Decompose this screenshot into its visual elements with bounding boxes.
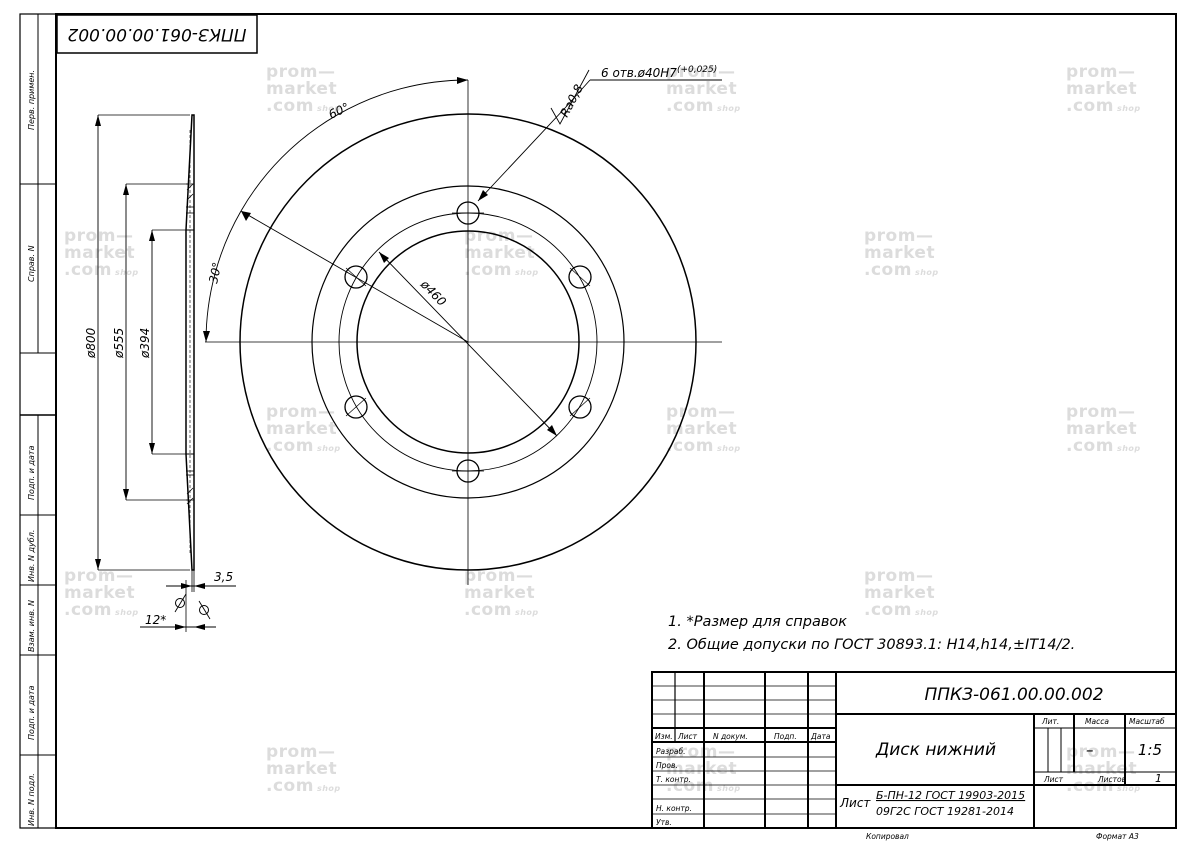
dia-460-label: ø460 xyxy=(417,277,449,309)
label-inv-dubl: Инв. N дубл. xyxy=(27,530,36,582)
label-perv-primen: Перв. примен. xyxy=(27,70,36,130)
tb-mass-value: – xyxy=(1086,741,1094,759)
tb-row-razrab: Разраб. xyxy=(656,747,685,756)
roughness-label: Ra0,8 xyxy=(557,82,586,120)
title-part-name: Диск нижний xyxy=(875,740,996,760)
angle-ray xyxy=(240,210,469,343)
material-line2: 09Г2С ГОСТ 19281-2014 xyxy=(876,805,1014,818)
tb-col-podp: Подп. xyxy=(774,732,797,741)
inner-frame xyxy=(55,13,1177,829)
number-stamp xyxy=(56,14,258,54)
angle-60-label: 60° xyxy=(326,100,351,122)
hole xyxy=(344,395,368,419)
dia-460-dimline xyxy=(378,251,558,437)
dia-394-label: ø394 xyxy=(138,328,152,359)
hole xyxy=(344,265,368,289)
format-label: Формат А3 xyxy=(1096,832,1139,841)
roughness-symbol xyxy=(550,69,590,125)
label-podp-data-1: Подп. и дата xyxy=(27,445,36,500)
tb-row-nkontr: Н. контр. xyxy=(656,804,692,813)
label-vzam-inv: Взам. инв. N xyxy=(27,600,36,652)
dia-800-label: ø800 xyxy=(84,327,98,359)
tb-row-utv: Утв. xyxy=(656,818,672,827)
tb-row-tkontr: Т. контр. xyxy=(656,775,691,784)
tb-lit: Лит. xyxy=(1041,717,1059,726)
tb-list: Лист xyxy=(1043,775,1064,784)
label-inv-podl: Инв. N подл. xyxy=(27,773,36,826)
hole xyxy=(568,395,592,419)
tb-row-prov: Пров. xyxy=(656,761,678,770)
tb-scale-value: 1:5 xyxy=(1138,741,1162,759)
material-line1: Б-ПН-12 ГОСТ 19903-2015 xyxy=(876,789,1025,802)
angle-30-arc xyxy=(205,210,242,343)
number-stamp-text: ППКЗ-061.00.00.002 xyxy=(67,24,246,44)
label-podp-data-2: Подп. и дата xyxy=(27,685,36,740)
angle-30-label: 30° xyxy=(206,261,224,285)
hole xyxy=(568,265,592,289)
angle-60-arc xyxy=(240,79,469,212)
title-block xyxy=(651,671,1177,829)
section-view xyxy=(95,114,236,632)
tb-masshtab: Масштаб xyxy=(1129,717,1165,726)
dia-555-label: ø555 xyxy=(112,328,126,359)
tb-sheets-total: 1 xyxy=(1155,772,1162,785)
tb-col-list: Лист xyxy=(677,732,698,741)
note-2: 2. Общие допуски по ГОСТ 30893.1: H14,h1… xyxy=(668,637,1076,653)
bevel-label: 12* xyxy=(145,613,166,627)
label-sprav: Справ. N xyxy=(27,245,36,282)
tb-col-izm: Изм. xyxy=(655,732,673,741)
note-1: 1. *Размер для справок xyxy=(668,614,848,630)
front-view xyxy=(203,69,722,585)
copied-label: Копировал xyxy=(866,832,909,841)
title-drawing-number: ППКЗ-061.00.00.002 xyxy=(924,685,1103,705)
tb-col-data: Дата xyxy=(810,732,831,741)
tb-listov: Листов xyxy=(1097,775,1126,784)
tb-massa: Масса xyxy=(1085,717,1109,726)
holes-leader xyxy=(477,107,566,202)
thickness-label: 3,5 xyxy=(214,570,233,584)
tb-col-ndokum: N докум. xyxy=(713,732,748,741)
holes-callout: 6 отв.ø40Н7(+0,025) xyxy=(601,65,717,80)
material-prefix: Лист xyxy=(839,796,871,810)
